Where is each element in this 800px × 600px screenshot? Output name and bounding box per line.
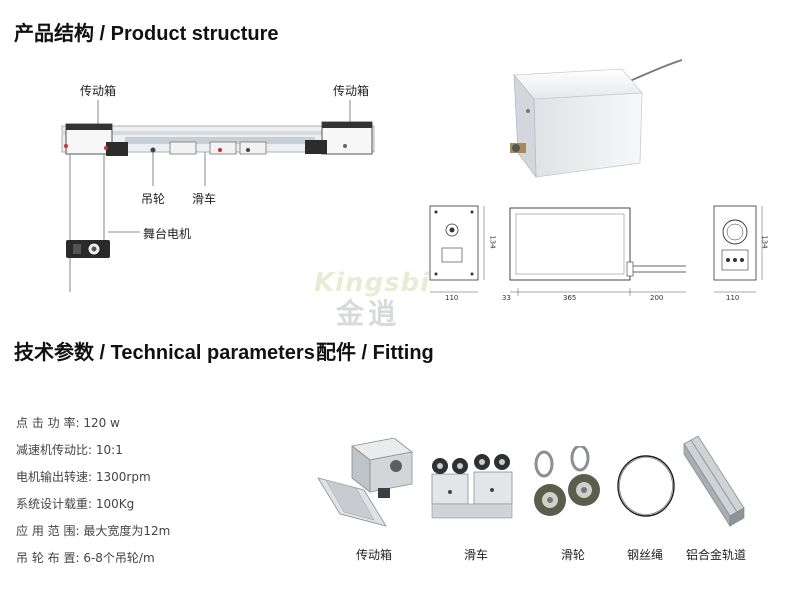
stage-motor-housing <box>73 244 81 254</box>
gearbox-right-bolt <box>343 144 347 148</box>
gearbox-left-block <box>106 142 128 156</box>
fitting-label-wire-rope: 钢丝绳 <box>627 548 664 562</box>
param-row: 系统设计载重: 100Kg <box>16 491 170 518</box>
param-value: 120 w <box>83 416 120 430</box>
param-row: 电机输出转速: 1300rpm <box>16 464 170 491</box>
parameters-list: 点 击 功 率: 120 w 减速机传动比: 10:1 电机输出转速: 1300… <box>16 410 170 572</box>
param-value: 6-8个吊轮/m <box>83 551 155 565</box>
param-key: 应 用 范 围 <box>16 524 76 538</box>
param-row: 减速机传动比: 10:1 <box>16 437 170 464</box>
trolley-1 <box>169 141 197 155</box>
brand-watermark-cn: 金逍 <box>336 297 401 330</box>
motor-photo <box>510 59 683 179</box>
param-row: 点 击 功 率: 120 w <box>16 410 170 437</box>
gearbox-left-top <box>66 124 112 130</box>
gearbox-left-label: 传动箱 <box>80 84 117 98</box>
stage-motor-hub <box>91 246 97 252</box>
fitting-label-trolley: 滑车 <box>464 548 489 562</box>
param-sep: : <box>75 524 80 538</box>
dim-side-height: 134 <box>488 235 497 249</box>
gearbox-right-label: 传动箱 <box>333 84 370 98</box>
param-sep: : <box>75 551 80 565</box>
motor-screw <box>526 109 530 113</box>
param-key: 点 击 功 率 <box>16 416 76 430</box>
cable-clip-red-2 <box>104 146 108 150</box>
param-value: 最大宽度为12m <box>83 524 171 538</box>
trolley-3 <box>239 141 267 155</box>
param-value: 1300rpm <box>95 470 151 484</box>
trolley-icon <box>431 454 513 519</box>
pulley-1 <box>150 147 156 153</box>
dim-end-width: 110 <box>726 294 740 302</box>
end-view-drawing <box>713 205 763 293</box>
body-view-drawing <box>509 207 686 296</box>
param-row: 吊 轮 布 置: 6-8个吊轮/m <box>16 545 170 572</box>
fitting-label-aluminum-track: 铝合金轨道 <box>686 548 747 562</box>
param-sep: : <box>75 416 80 430</box>
rail-groove <box>62 131 374 135</box>
side-view-drawing <box>429 205 485 293</box>
param-value: 100Kg <box>95 497 135 511</box>
param-key: 电机输出转速 <box>16 470 89 484</box>
trolley-label: 滑车 <box>192 192 217 206</box>
param-key: 吊 轮 布 置 <box>16 551 76 565</box>
track-structure-diagram <box>61 100 375 292</box>
param-value: 10:1 <box>95 443 123 457</box>
fitting-label-pulley: 滑轮 <box>561 548 586 562</box>
gearbox-right-top <box>322 122 372 128</box>
dim-body-length: 365 <box>563 294 577 302</box>
gearbox-icon <box>317 438 413 527</box>
motor-front-face <box>533 92 643 178</box>
fitting-title: 配件 / Fitting <box>316 342 434 364</box>
pulley-icon <box>534 446 600 516</box>
pulley-2 <box>246 148 250 152</box>
trolley-marker <box>218 148 222 152</box>
param-sep: : <box>88 497 93 511</box>
param-key: 系统设计载重 <box>16 497 89 511</box>
trolley-2 <box>209 141 237 155</box>
technical-parameters-title: 技术参数 / Technical parameters <box>14 342 315 364</box>
dim-body-offset: 33 <box>502 294 511 302</box>
dimension-drawings <box>429 205 763 296</box>
wire-rope-icon <box>617 455 675 517</box>
aluminum-track-icon <box>683 435 745 528</box>
param-row: 应 用 范 围: 最大宽度为12m <box>16 518 170 545</box>
product-structure-title: 产品结构 / Product structure <box>14 23 279 45</box>
brand-watermark-latin: Kingsbi <box>314 268 431 298</box>
pulley-label: 吊轮 <box>141 192 166 206</box>
dim-side-width: 110 <box>445 294 459 302</box>
fitting-label-gearbox: 传动箱 <box>356 548 393 562</box>
dim-end-height: 134 <box>760 235 769 249</box>
stage-motor-label: 舞台电机 <box>143 227 192 241</box>
gearbox-right-block <box>305 140 327 154</box>
param-key: 减速机传动比 <box>16 443 89 457</box>
rail-channel <box>125 137 315 144</box>
motor-shaft-end <box>512 144 520 152</box>
cable-clip-red <box>64 144 68 148</box>
param-sep: : <box>88 443 93 457</box>
param-sep: : <box>88 470 93 484</box>
dim-shaft-length: 200 <box>650 294 664 302</box>
